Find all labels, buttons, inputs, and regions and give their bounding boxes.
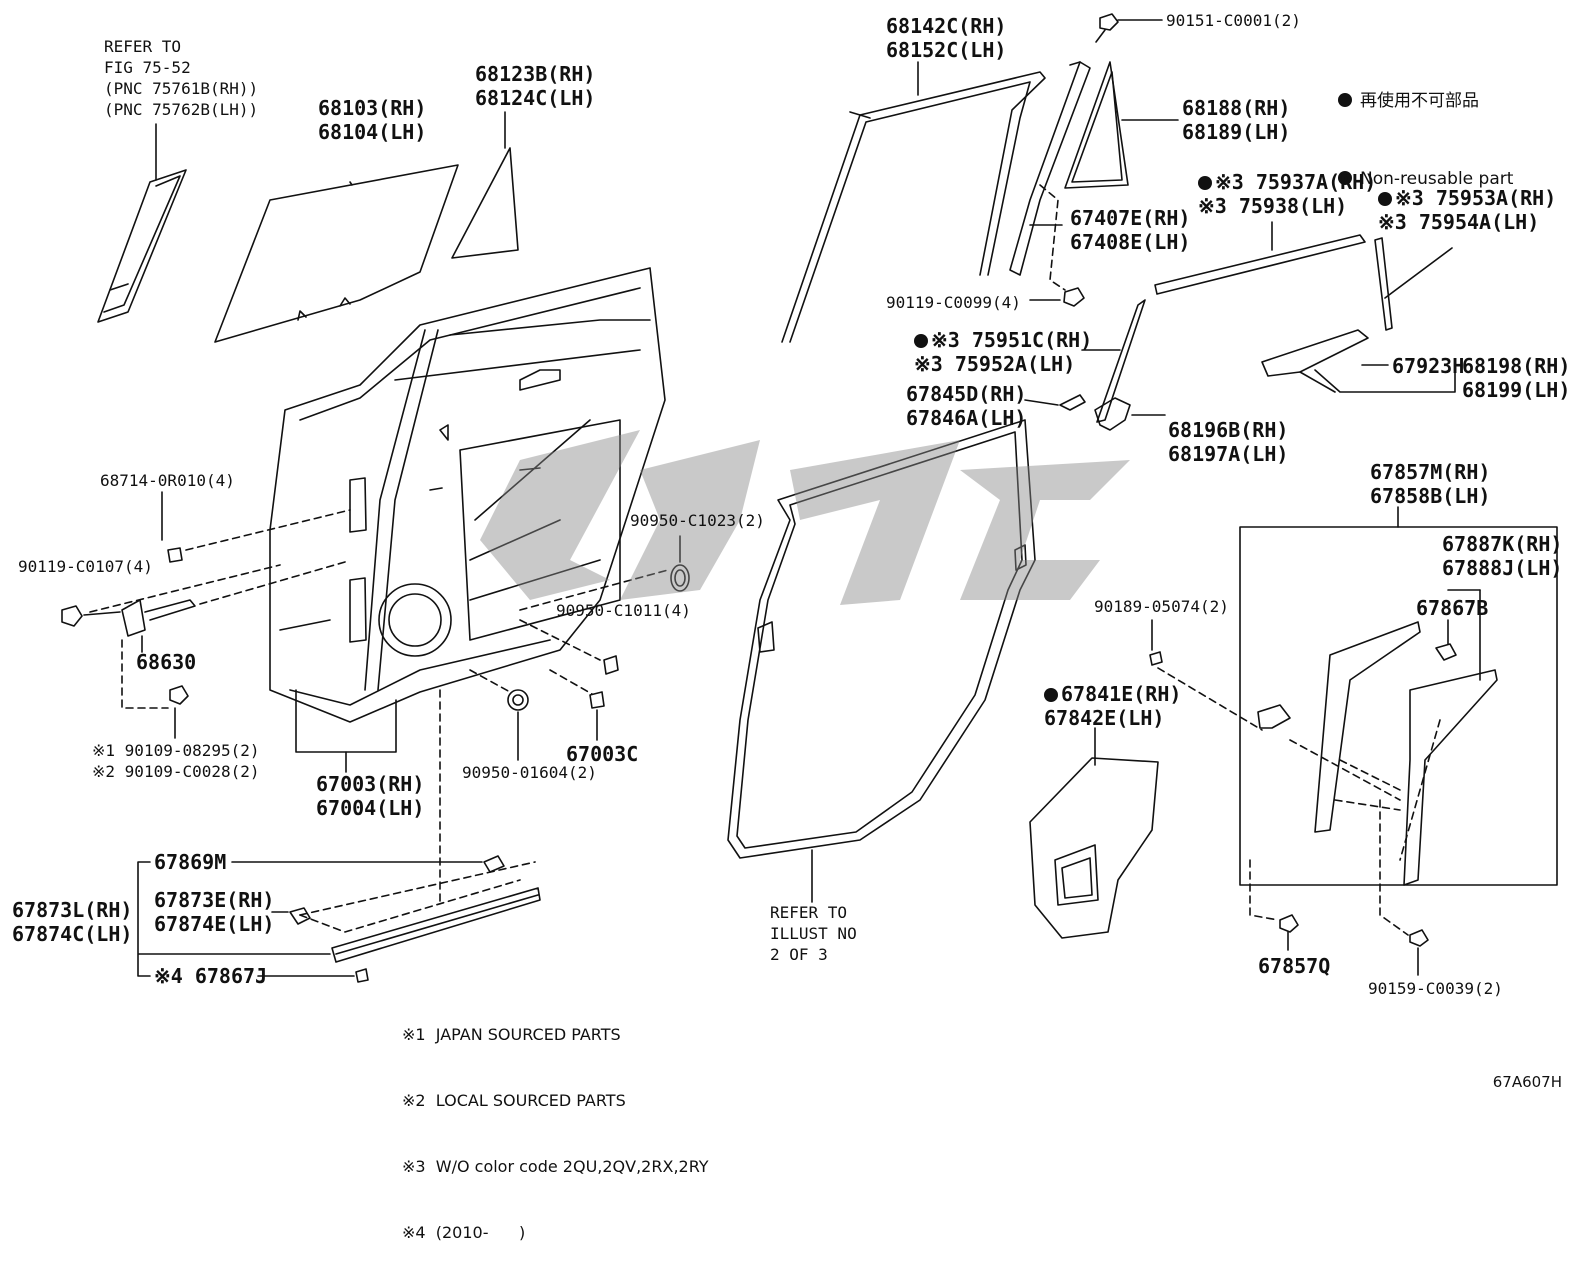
footnote-2: ※2 LOCAL SOURCED PARTS [402,1091,626,1110]
part-label-90119-c0099[interactable]: 90119-C0099(4) [886,293,1021,312]
bullet-icon [1338,171,1352,185]
part-label-68142[interactable]: 68142C(RH) 68152C(LH) [886,14,1007,62]
part-label-67923[interactable]: 67923H [1392,354,1465,378]
quarter-weatherstrip [1064,61,1129,189]
part-label-67003[interactable]: 67003(RH) 67004(LH) [316,772,425,820]
door-weatherstrip [727,419,1036,859]
pillar-strip [1096,299,1146,423]
bolt-c0099 [1063,287,1085,307]
footnote-4: ※4 (2010- ) [402,1223,526,1242]
non-reusable-icon [1044,688,1058,702]
part-label-75953[interactable]: ※3 75953A(RH) ※3 75954A(LH) [1378,186,1556,234]
watermark-logo [480,430,1130,605]
part-label-67407[interactable]: 67407E(RH) 67408E(LH) [1070,206,1191,254]
part-label-68714[interactable]: 68714-0R010(4) [100,471,235,490]
part-label-67867b[interactable]: 67867B [1416,596,1489,620]
part-label-67873e[interactable]: 67873E(RH) 67874E(LH) [154,888,275,936]
part-label-75937-text: ※3 75937A(RH) ※3 75938(LH) [1198,170,1377,218]
lower-molding [331,887,541,963]
part-label-90119-c0107[interactable]: 90119-C0107(4) [18,557,153,576]
part-label-75951-text: ※3 75951C(RH) ※3 75952A(LH) [914,328,1093,376]
wheel-arch-molding [1314,621,1498,886]
door-panel [269,267,666,723]
non-reusable-icon [914,334,928,348]
part-label-68188[interactable]: 68188(RH) 68189(LH) [1182,96,1291,144]
legend-line-2: Non-reusable part [1338,166,1513,192]
ref-bottom-mid: REFER TO ILLUST NO 2 OF 3 [770,903,857,964]
non-reusable-icon [1198,176,1212,190]
legend-line-1: 再使用不可部品 [1338,88,1513,114]
rear-molding [1374,237,1393,331]
group-box [1239,526,1558,886]
door-check [121,599,196,637]
part-label-68103[interactable]: 68103(RH) 68104(LH) [318,96,427,144]
part-label-90151[interactable]: 90151-C0001(2) [1166,11,1301,30]
quarter-glass [451,147,519,259]
part-label-67857[interactable]: 67857M(RH) 67858B(LH) [1370,460,1491,508]
non-reusable-icon [1378,192,1392,206]
part-label-90950-01604[interactable]: 90950-01604(2) [462,763,597,782]
footnote-1: ※1 JAPAN SOURCED PARTS [402,1025,621,1044]
pillar-garnish [97,169,187,323]
part-label-68198[interactable]: 68198(RH) 68199(LH) [1462,354,1571,402]
belt-molding [1154,234,1366,295]
legend: 再使用不可部品 Non-reusable part [1338,36,1513,218]
division-bar [1009,61,1091,276]
bullet-icon [1338,93,1352,107]
screw-top [1095,13,1119,43]
part-label-67873l[interactable]: 67873L(RH) 67874C(LH) [12,898,133,946]
parts-diagram [61,13,1558,983]
part-label-67857q[interactable]: 67857Q [1258,954,1331,978]
part-label-90189[interactable]: 90189-05074(2) [1094,597,1229,616]
part-label-68630[interactable]: 68630 [136,650,197,674]
frame-molding [781,71,1046,343]
part-label-67845[interactable]: 67845D(RH) 67846A(LH) [906,382,1027,430]
part-label-90950-c1023[interactable]: 90950-C1023(2) [630,511,765,530]
part-label-90159[interactable]: 90159-C0039(2) [1368,979,1503,998]
part-label-67841[interactable]: 67841E(RH) 67842E(LH) [1044,682,1181,730]
part-label-90109[interactable]: ※1 90109-08295(2) ※2 90109-C0028(2) [92,741,260,781]
part-label-67887[interactable]: 67887K(RH) 67888J(LH) [1442,532,1563,580]
door-glass [214,164,459,343]
footnote-3: ※3 W/O color code 2QU,2QV,2RX,2RY [402,1157,709,1176]
part-label-75953-text: ※3 75953A(RH) ※3 75954A(LH) [1378,186,1557,234]
footnotes: ※1 JAPAN SOURCED PARTS ※2 LOCAL SOURCED … [402,980,709,1266]
figure-code: 67A607H [1492,1073,1562,1091]
part-label-90950-c1011[interactable]: 90950-C1011(4) [556,601,691,620]
service-hole-cover [1029,757,1159,939]
part-label-67869m[interactable]: 67869M [154,850,227,874]
part-label-67867j[interactable]: ※4 67867J [154,964,268,988]
ref-top-left: REFER TO FIG 75-52 (PNC 75761B(RH)) (PNC… [104,37,259,119]
handle-bracket [1261,329,1369,393]
part-label-67003c[interactable]: 67003C [566,742,639,766]
part-label-68123[interactable]: 68123B(RH) 68124C(LH) [475,62,596,110]
part-label-68196[interactable]: 68196B(RH) 68197A(LH) [1168,418,1289,466]
part-label-75937[interactable]: ※3 75937A(RH) ※3 75938(LH) [1198,170,1376,218]
part-label-67841-text: 67841E(RH) 67842E(LH) [1044,682,1182,730]
part-label-75951[interactable]: ※3 75951C(RH) ※3 75952A(LH) [914,328,1092,376]
